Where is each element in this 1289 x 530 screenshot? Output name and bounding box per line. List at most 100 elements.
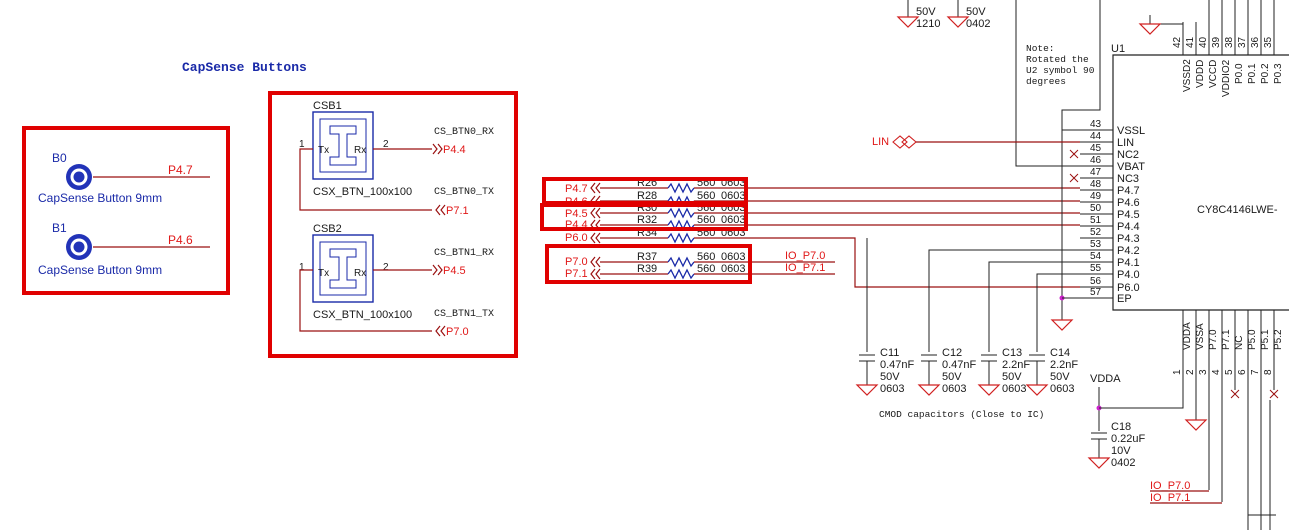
svg-text:0603: 0603: [1002, 383, 1026, 395]
ic-ref: U1: [1111, 43, 1125, 55]
resistor-icon: [667, 207, 695, 219]
svg-text:54: 54: [1090, 251, 1102, 262]
button-desc: CapSense Button 9mm: [38, 191, 162, 205]
svg-text:P4.5: P4.5: [1117, 209, 1140, 221]
svg-text:P0.0: P0.0: [1234, 63, 1245, 84]
resistor-ref: R28: [637, 190, 657, 202]
svg-text:C14: C14: [1050, 347, 1070, 359]
csx-ref: CSB1: [313, 100, 342, 112]
svg-text:38: 38: [1224, 36, 1235, 48]
svg-text:1: 1: [1172, 369, 1183, 375]
svg-text:50V: 50V: [1002, 371, 1022, 383]
highlight-box: [268, 91, 518, 358]
ic-part: CY8C4146LWE-: [1197, 204, 1278, 216]
resistor-ref: R39: [637, 263, 657, 275]
svg-text:57: 57: [1090, 287, 1102, 298]
svg-text:51: 51: [1090, 215, 1102, 226]
bidir-port-icon: [892, 135, 908, 149]
cmod-note: CMOD capacitors (Close to IC): [879, 409, 1044, 420]
ground-icon: [1050, 319, 1074, 331]
csx-rx-port: P4.4: [443, 144, 466, 156]
ground-icon: [977, 384, 1001, 396]
csx-tx-port: P7.0: [446, 326, 469, 338]
svg-text:46: 46: [1090, 155, 1102, 166]
svg-text:52: 52: [1090, 227, 1102, 238]
ic-bottom-pins: VDDA 1 VSSA 2 P7.0 3 P7.1 4 NC 5 P5.0 6 …: [1172, 310, 1284, 530]
ic-left-pins: 43 VSSL 44 LIN 45 NC2 46 VBAT 47 NC3 48 …: [1080, 119, 1145, 305]
button-net-label: P4.6: [168, 233, 193, 247]
svg-text:VSSA: VSSA: [1195, 323, 1206, 350]
highlight-box: [545, 244, 752, 284]
svg-text:NC2: NC2: [1117, 149, 1139, 161]
svg-text:P4.0: P4.0: [1117, 269, 1140, 281]
bottom-io-nets: IO_P7.0 IO_P7.1: [1150, 400, 1276, 530]
svg-text:5: 5: [1224, 369, 1235, 375]
svg-text:Rotated the: Rotated the: [1026, 54, 1089, 65]
svg-text:U2 symbol 90: U2 symbol 90: [1026, 65, 1095, 76]
resistor-icon: [667, 268, 695, 280]
resistor-ref: R32: [637, 214, 657, 226]
lin-port: LIN: [872, 135, 1080, 149]
svg-text:C13: C13: [1002, 347, 1022, 359]
svg-text:50V: 50V: [880, 371, 900, 383]
button-ref: B0: [52, 151, 67, 165]
csx-symbol-icon: [312, 234, 374, 303]
svg-text:55: 55: [1090, 263, 1102, 274]
resistor-value: 560: [697, 214, 715, 226]
ground-icon: [1184, 419, 1208, 431]
cap-voltage: 50V: [916, 6, 936, 18]
resistor-package: 0603: [721, 251, 745, 263]
svg-text:2.2nF: 2.2nF: [1002, 359, 1030, 371]
svg-text:degrees: degrees: [1026, 76, 1066, 87]
svg-text:53: 53: [1090, 239, 1102, 250]
vdda-decoupling: VDDA C18 0.22uF 10V 0402: [1087, 373, 1208, 469]
button-desc: CapSense Button 9mm: [38, 263, 162, 277]
csx-pin2: 2: [383, 262, 389, 273]
csx-pin2: 2: [383, 139, 389, 150]
svg-text:48: 48: [1090, 179, 1102, 190]
csx-symbol-icon: [312, 111, 374, 180]
offpage-in-icon: [435, 204, 441, 216]
svg-text:7: 7: [1250, 369, 1261, 375]
resistor-row: P7.0 R37 560 0603 IO_P7.0: [565, 250, 835, 268]
svg-text:VDDA: VDDA: [1182, 322, 1193, 350]
svg-text:37: 37: [1237, 36, 1248, 48]
svg-text:P7.0: P7.0: [1208, 329, 1219, 350]
svg-text:45: 45: [1090, 143, 1102, 154]
vdda-label: VDDA: [1090, 373, 1121, 385]
offpage-out-icon: [432, 264, 438, 276]
csx-part: CSX_BTN_100x100: [313, 309, 412, 321]
svg-text:47: 47: [1090, 167, 1102, 178]
csx-tx-label: Tx: [318, 268, 329, 279]
svg-text:50V: 50V: [1050, 371, 1070, 383]
svg-text:NC3: NC3: [1117, 173, 1139, 185]
resistor-value: 560: [697, 251, 715, 263]
capsense-buttons-group: B0 P4.7 CapSense Button 9mm B1 P4.6 CapS…: [38, 151, 210, 277]
svg-text:36: 36: [1250, 36, 1261, 48]
csx-tx-label: Tx: [318, 145, 329, 156]
svg-text:2: 2: [1185, 369, 1196, 375]
resistor-package: 0603: [721, 263, 745, 275]
svg-text:VCCD: VCCD: [1208, 60, 1219, 88]
svg-text:P4.6: P4.6: [1117, 197, 1140, 209]
resistor-value: 560: [697, 263, 715, 275]
svg-text:0.47nF: 0.47nF: [942, 359, 977, 371]
svg-text:6: 6: [1237, 369, 1248, 375]
csx-rx-port: P4.5: [443, 265, 466, 277]
csx-tx-net: CS_BTN0_TX: [434, 187, 494, 198]
csx-tx-port: P7.1: [446, 205, 469, 217]
csx-tx-net: CS_BTN1_TX: [434, 309, 494, 320]
svg-text:Note:: Note:: [1026, 43, 1055, 54]
svg-text:P4.2: P4.2: [1117, 245, 1140, 257]
resistor-port: P7.0: [565, 256, 588, 268]
csx-rx-label: Rx: [354, 268, 366, 279]
csx-rx-label: Rx: [354, 145, 366, 156]
resistor-icon: [667, 182, 695, 194]
resistor-io-net: IO_P7.1: [785, 262, 825, 274]
svg-text:P0.3: P0.3: [1273, 63, 1284, 84]
csx-ref: CSB2: [313, 223, 342, 235]
csx-rx-net: CS_BTN1_RX: [434, 248, 494, 259]
svg-text:2.2nF: 2.2nF: [1050, 359, 1078, 371]
svg-text:39: 39: [1211, 36, 1222, 48]
svg-text:IO_P7.1: IO_P7.1: [1150, 492, 1190, 504]
